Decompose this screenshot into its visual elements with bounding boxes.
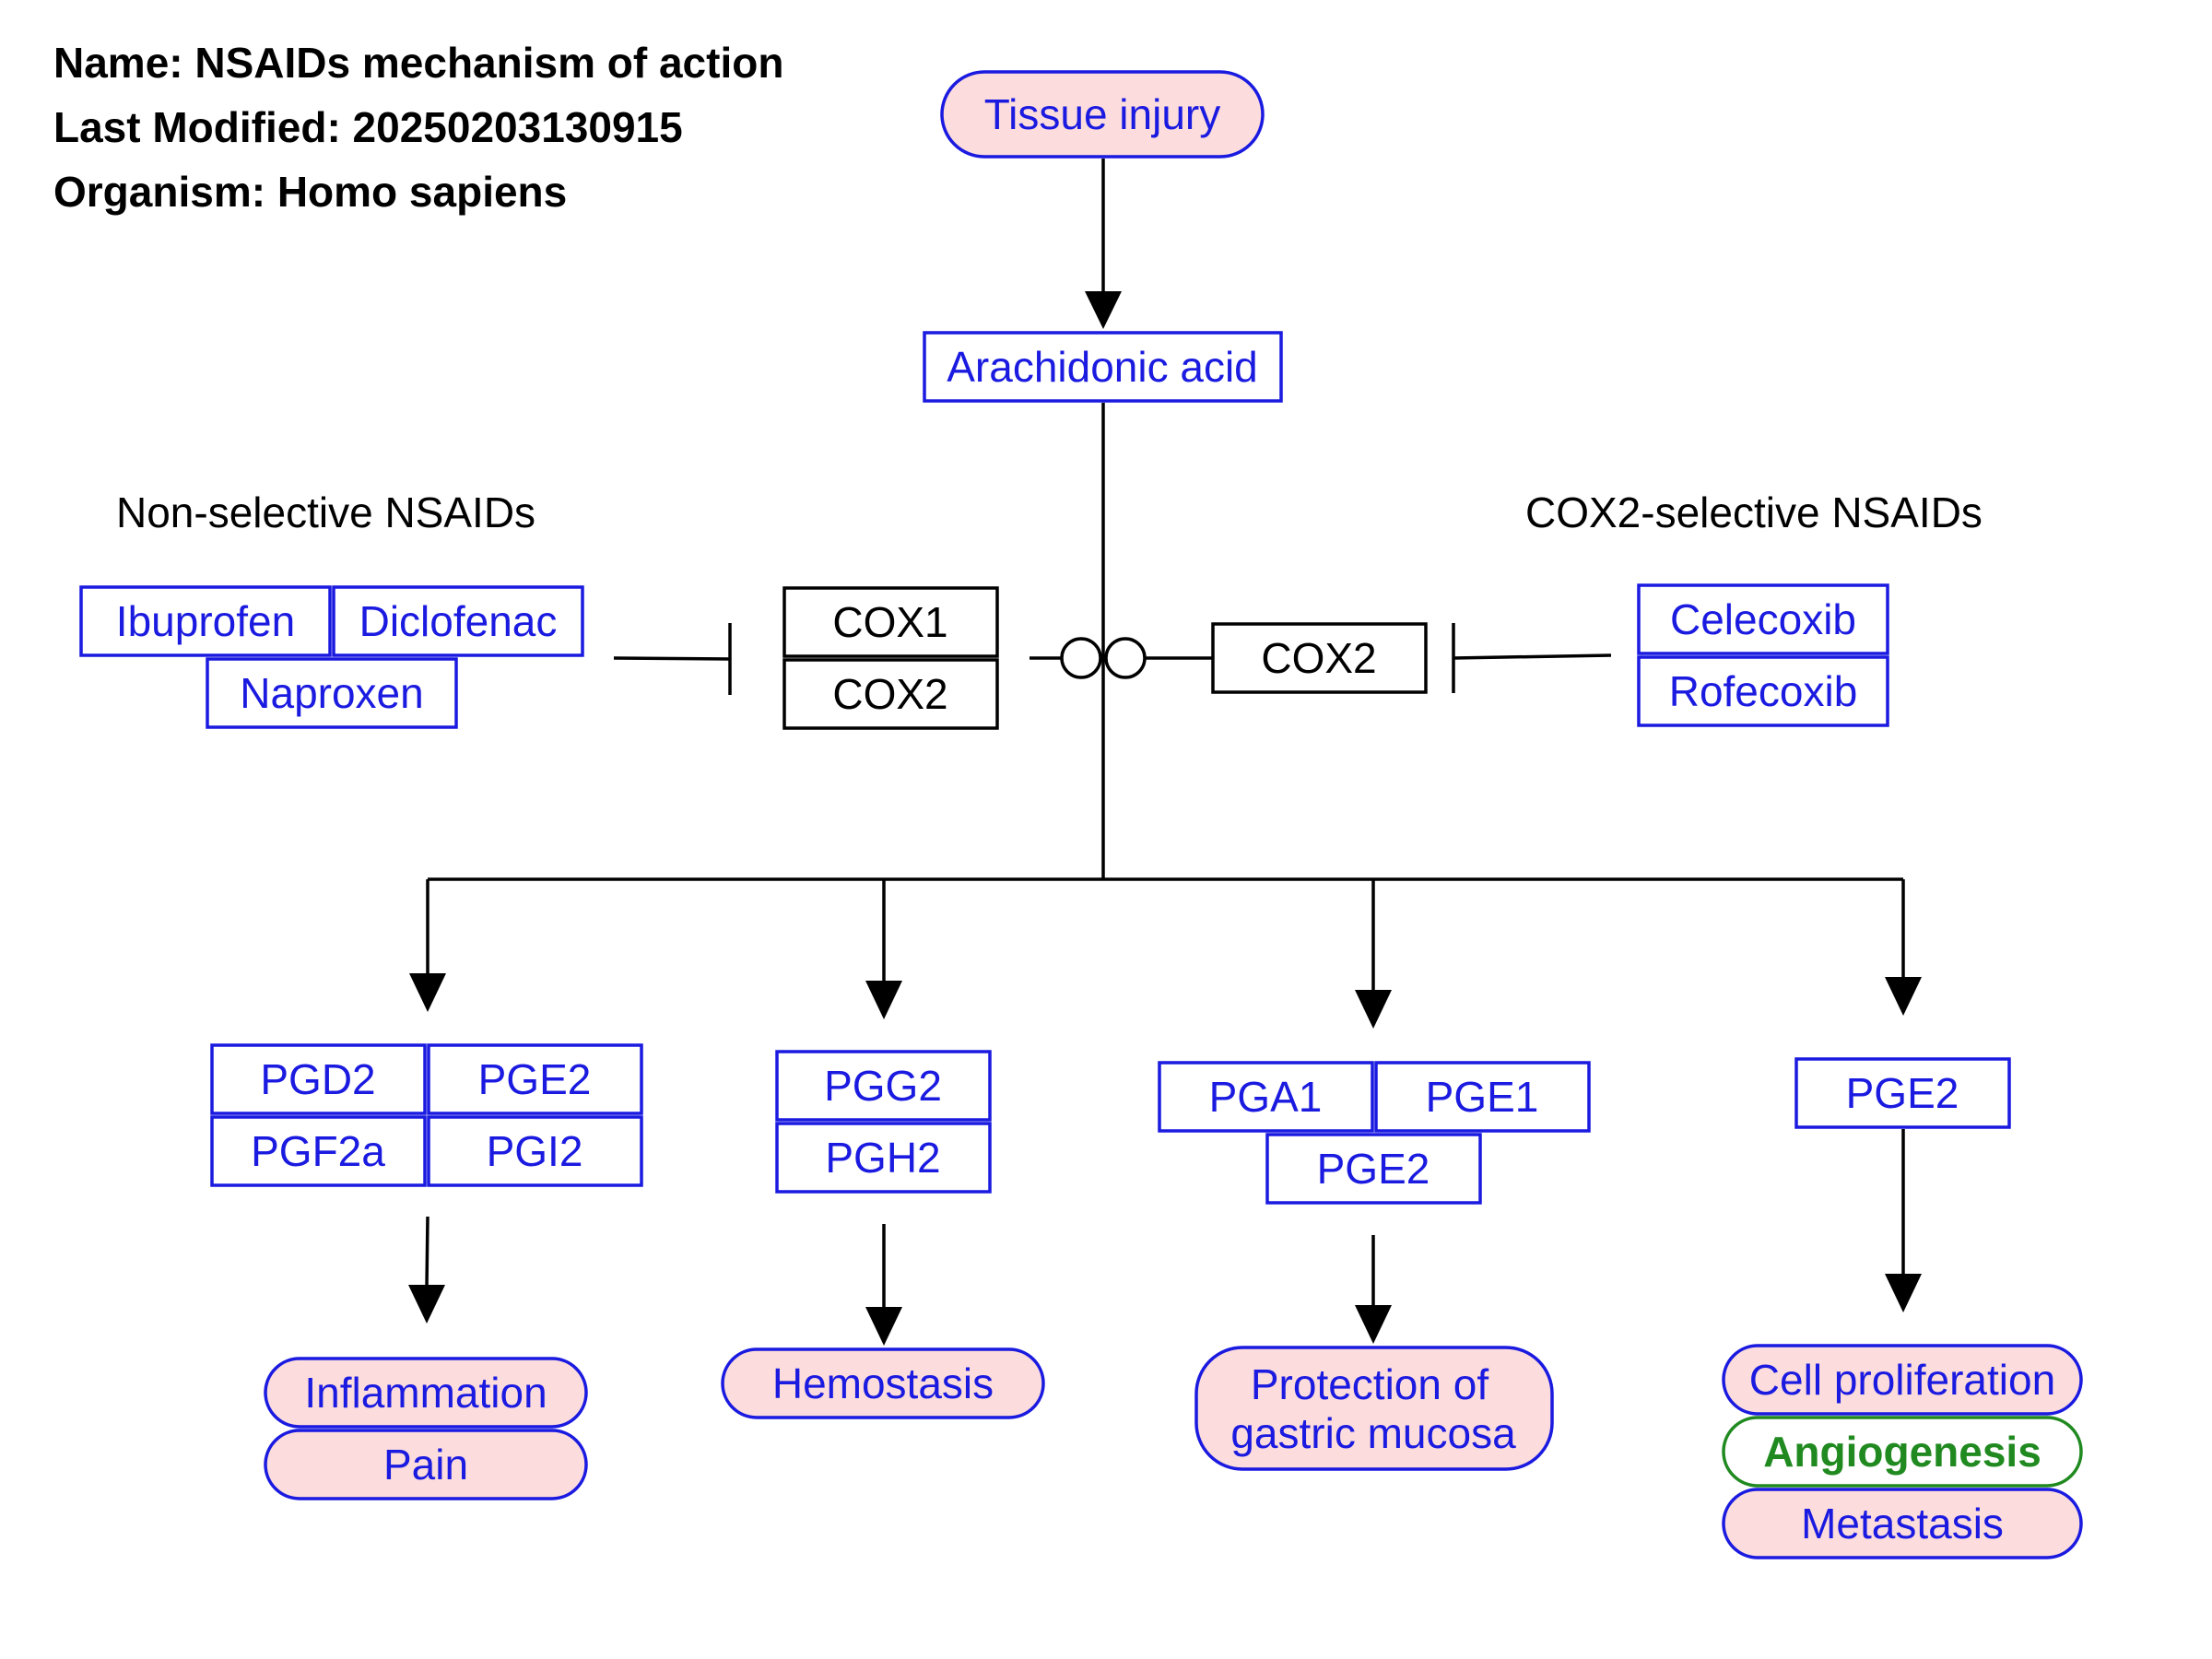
svg-text:Hemostasis: Hemostasis	[772, 1359, 994, 1407]
svg-text:Pain: Pain	[383, 1441, 468, 1488]
svg-text:PGA1: PGA1	[1209, 1073, 1323, 1121]
arrowhead-aa	[1085, 291, 1122, 329]
node-pgf2a[interactable]: PGF2a	[210, 1115, 427, 1187]
cox2-selective-nsaids-label: COX2-selective NSAIDs	[1525, 488, 1983, 536]
arrowhead-branch-4	[1885, 977, 1922, 1016]
svg-text:Cell proliferation: Cell proliferation	[1749, 1356, 2055, 1404]
node-ibuprofen[interactable]: Ibuprofen	[79, 585, 332, 657]
svg-text:Metastasis: Metastasis	[1801, 1500, 2004, 1547]
svg-text:COX2: COX2	[1261, 634, 1376, 682]
svg-text:PGE2: PGE2	[478, 1055, 592, 1103]
last-modified: Last Modified: 20250203130915	[53, 103, 683, 151]
node-pgh2[interactable]: PGH2	[775, 1122, 992, 1194]
svg-text:Angiogenesis: Angiogenesis	[1763, 1428, 2041, 1476]
node-hemostasis[interactable]: Hemostasis	[721, 1347, 1045, 1419]
pathway-name: Name: NSAIDs mechanism of action	[53, 39, 783, 87]
node-tissue-injury[interactable]: Tissue injury	[940, 70, 1265, 159]
svg-text:Tissue injury: Tissue injury	[984, 90, 1220, 138]
edge-to-inflammation	[425, 1216, 429, 1288]
svg-text:gastric mucosa: gastric mucosa	[1230, 1409, 1516, 1457]
svg-text:PGE2: PGE2	[1846, 1069, 1959, 1117]
svg-text:Inflammation: Inflammation	[304, 1369, 547, 1417]
node-inflammation[interactable]: Inflammation	[264, 1357, 588, 1429]
arrowhead-inflammation	[408, 1285, 445, 1324]
svg-text:PGD2: PGD2	[260, 1055, 375, 1103]
svg-text:Protection of: Protection of	[1251, 1360, 1488, 1408]
node-pgg2[interactable]: PGG2	[775, 1050, 992, 1122]
node-pga1[interactable]: PGA1	[1158, 1061, 1374, 1133]
node-pge2-b[interactable]: PGE2	[1265, 1133, 1482, 1205]
arrowhead-branch-2	[865, 981, 902, 1019]
node-pge1[interactable]: PGE1	[1374, 1061, 1591, 1133]
node-arachidonic-acid[interactable]: Arachidonic acid	[923, 331, 1283, 403]
node-cell-proliferation[interactable]: Cell proliferation	[1722, 1344, 2083, 1416]
node-pgd2[interactable]: PGD2	[210, 1043, 427, 1115]
catalysis-anchor-left	[1060, 637, 1102, 679]
catalysis-anchor-right	[1104, 637, 1147, 679]
node-celecoxib[interactable]: Celecoxib	[1637, 583, 1889, 655]
node-pain[interactable]: Pain	[264, 1429, 588, 1500]
svg-text:Ibuprofen: Ibuprofen	[116, 597, 295, 645]
arrowhead-branch-3	[1355, 990, 1392, 1029]
node-cox2-right[interactable]: COX2	[1211, 622, 1428, 694]
inhibition-non-selective	[613, 656, 731, 661]
arrowhead-hemostasis	[865, 1307, 902, 1346]
node-metastasis[interactable]: Metastasis	[1722, 1488, 2083, 1559]
svg-text:COX1: COX1	[832, 598, 947, 646]
svg-text:PGF2a: PGF2a	[251, 1127, 385, 1175]
node-cox2-left[interactable]: COX2	[782, 658, 999, 730]
svg-text:PGG2: PGG2	[824, 1062, 942, 1110]
svg-text:Naproxen: Naproxen	[240, 669, 423, 717]
svg-text:Arachidonic acid: Arachidonic acid	[947, 343, 1258, 391]
svg-text:Rofecoxib: Rofecoxib	[1669, 667, 1858, 715]
svg-text:Diclofenac: Diclofenac	[359, 597, 558, 645]
node-angiogenesis[interactable]: Angiogenesis	[1722, 1416, 2083, 1488]
node-pge2-a[interactable]: PGE2	[427, 1043, 643, 1115]
edges	[408, 159, 1922, 1346]
non-selective-nsaids-label: Non-selective NSAIDs	[116, 488, 535, 536]
svg-text:COX2: COX2	[832, 670, 947, 718]
svg-text:PGE1: PGE1	[1426, 1073, 1539, 1121]
arrowhead-cell-proliferation	[1885, 1274, 1922, 1312]
node-naproxen[interactable]: Naproxen	[206, 657, 458, 729]
node-pge2-c[interactable]: PGE2	[1794, 1057, 2011, 1129]
inhibition-cox2-selective	[1453, 653, 1612, 660]
node-cox1[interactable]: COX1	[782, 586, 999, 658]
node-protection-gastric-mucosa[interactable]: Protection of gastric mucosa	[1194, 1346, 1554, 1471]
svg-text:PGH2: PGH2	[825, 1134, 940, 1182]
node-rofecoxib[interactable]: Rofecoxib	[1637, 655, 1889, 727]
organism: Organism: Homo sapiens	[53, 168, 567, 216]
arrowhead-branch-1	[409, 973, 446, 1012]
arrowhead-protection	[1355, 1305, 1392, 1344]
node-pgi2[interactable]: PGI2	[427, 1115, 643, 1187]
svg-text:Celecoxib: Celecoxib	[1670, 595, 1856, 643]
node-diclofenac[interactable]: Diclofenac	[332, 585, 584, 657]
svg-text:PGI2: PGI2	[487, 1127, 583, 1175]
svg-text:PGE2: PGE2	[1317, 1145, 1430, 1193]
